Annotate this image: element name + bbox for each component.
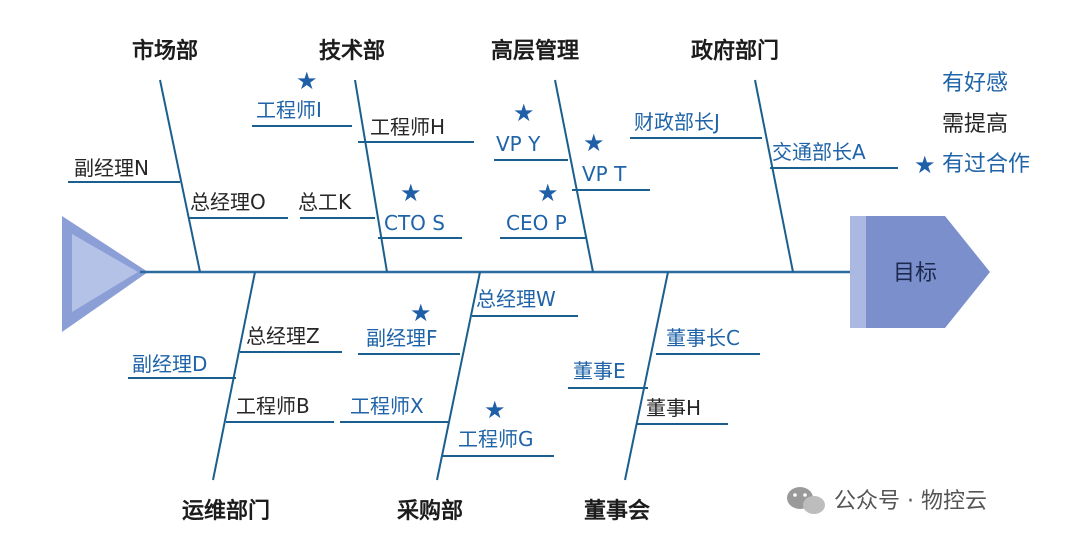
star-icon: ★ [400, 179, 422, 207]
person-x: 工程师X [350, 394, 424, 418]
bone-purchase [436, 271, 481, 481]
head-label: 目标 [893, 261, 937, 286]
person-k: 总工K [298, 190, 352, 214]
fish-head: 目标 [850, 216, 990, 328]
person-g: 工程师G [458, 427, 534, 451]
legend-favorable: 有好感 [942, 71, 1008, 96]
bone-gov [754, 79, 794, 273]
watermark-text: 公众号 · 物控云 [834, 489, 987, 514]
person-f: 副经理F [366, 326, 438, 350]
legend-cooperated: 有过合作 [942, 152, 1030, 177]
bone-board [624, 271, 669, 481]
legend-needs-improvement: 需提高 [942, 112, 1008, 137]
person-j: 财政部长J [634, 110, 720, 134]
star-icon: ★ [296, 67, 318, 95]
person-i: 工程师I [256, 98, 322, 122]
person-s: CTO S [384, 211, 445, 235]
star-icon: ★ [513, 99, 535, 127]
person-n: 副经理N [74, 156, 149, 180]
bone-market [159, 79, 201, 273]
person-w: 总经理W [476, 287, 556, 311]
category-market: 市场部 [132, 38, 198, 64]
category-exec: 高层管理 [491, 38, 579, 64]
person-t: VP T [582, 162, 627, 186]
person-d: 副经理D [132, 352, 207, 376]
person-c: 董事长C [666, 326, 740, 350]
category-ops: 运维部门 [182, 498, 270, 524]
person-z: 总经理Z [246, 324, 320, 348]
star-icon: ★ [484, 396, 506, 424]
person-h: 工程师H [370, 115, 445, 139]
person-p: CEO P [506, 211, 567, 235]
category-board: 董事会 [584, 498, 650, 524]
person-a: 交通部长A [772, 140, 866, 164]
fish-tail [62, 216, 148, 332]
category-gov: 政府部门 [691, 38, 779, 64]
person-o: 总经理O [190, 190, 266, 214]
category-tech: 技术部 [319, 38, 385, 64]
legend-star-icon: ★ [914, 151, 936, 179]
star-icon: ★ [410, 299, 432, 327]
bone-ops [212, 271, 256, 481]
star-icon: ★ [583, 129, 605, 157]
watermark: 公众号 · 物控云 [787, 487, 987, 514]
person-b: 工程师B [236, 394, 310, 418]
bone-tech [354, 79, 388, 273]
person-e: 董事E [573, 359, 626, 383]
legend: 有好感 需提高 ★ 有过合作 [914, 71, 1030, 179]
person-h2: 董事H [646, 396, 701, 420]
category-purchase: 采购部 [397, 498, 463, 524]
wechat-icon [787, 487, 825, 514]
person-y: VP Y [496, 132, 541, 156]
star-icon: ★ [537, 179, 559, 207]
bone-exec [554, 79, 594, 273]
